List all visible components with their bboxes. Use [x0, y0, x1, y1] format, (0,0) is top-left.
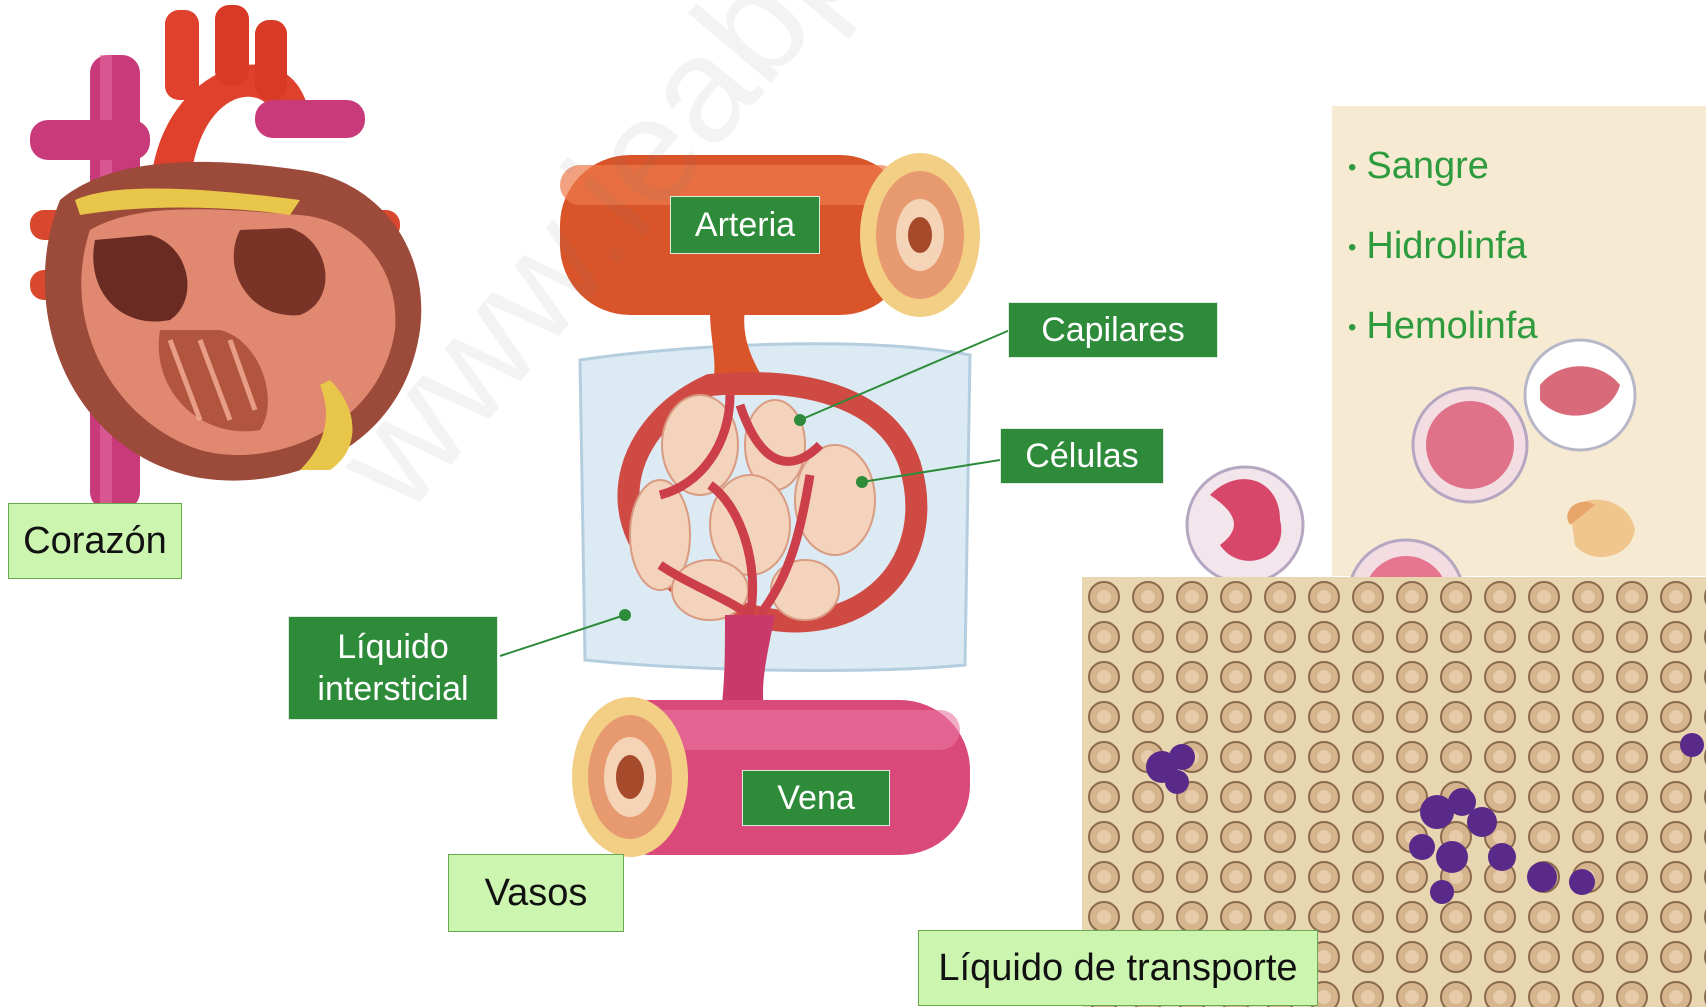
label-capilares: Capilares [1008, 302, 1218, 358]
label-line: Líquido [337, 626, 449, 669]
label-vena: Vena [742, 770, 890, 826]
bullet-icon: • [1348, 154, 1356, 181]
label-liquido-intersticial: Líquido intersticial [288, 616, 498, 720]
bullet-icon: • [1348, 234, 1356, 261]
label-celulas: Células [1000, 428, 1164, 484]
label-vasos: Vasos [448, 854, 624, 932]
label-liquido-transporte: Líquido de transporte [918, 930, 1318, 1006]
list-item: •Hidrolinfa [1348, 220, 1537, 300]
list-item: •Sangre [1348, 140, 1537, 220]
label-arteria: Arteria [670, 196, 820, 254]
label-corazon: Corazón [8, 503, 182, 579]
label-line: intersticial [317, 668, 468, 711]
